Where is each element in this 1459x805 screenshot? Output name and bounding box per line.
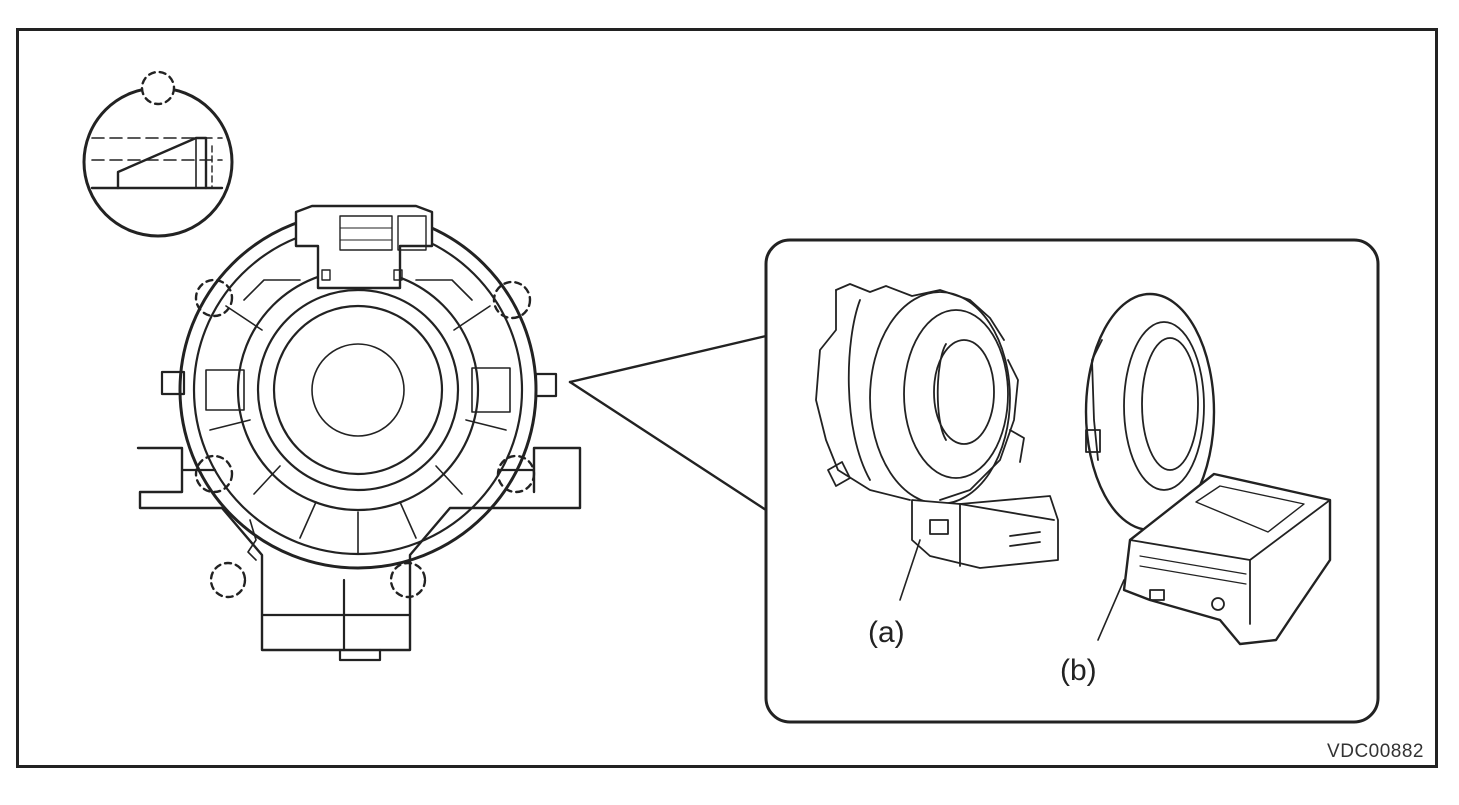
claw-marker-lower-right [389,561,427,599]
claw-marker-upper-right [492,280,532,320]
claw-marker-middle-right [496,454,536,494]
figure-code: VDC00882 [1327,741,1424,762]
steering-sensor-part-b [1084,292,1332,646]
label-a: (a) [868,616,905,649]
claw-marker-lower-left [209,561,247,599]
inset-panel [764,238,1380,724]
claw-marker-upper-left [194,278,234,318]
spiral-cable-part-a [815,283,1059,601]
claw-marker-middle-left [194,454,234,494]
label-b: (b) [1060,654,1097,687]
detail-callout-marker [140,70,176,106]
spiral-cable-front-view [136,204,582,662]
detail-magnifier [82,70,234,238]
inset-leader [568,334,768,512]
